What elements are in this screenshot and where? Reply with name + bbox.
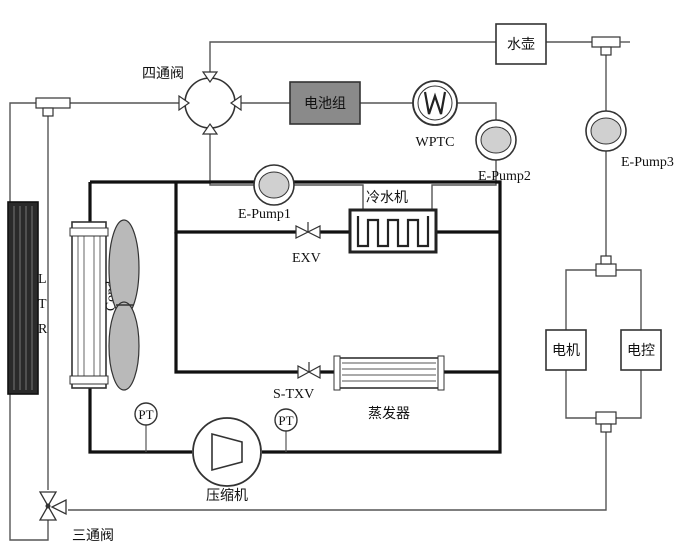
- pt-label-1: PT: [138, 407, 153, 422]
- controller-box: [620, 329, 662, 371]
- valve-port-bottom-icon: [201, 122, 219, 135]
- kettle-box: [495, 23, 547, 65]
- e-pump2: [475, 119, 517, 161]
- pt-sensor-2: [274, 408, 298, 452]
- tee-connector-mid-right: [595, 255, 617, 277]
- wptc-label: WPTC: [416, 135, 455, 150]
- three-way-valve-label: 三通阀: [72, 528, 114, 544]
- tee-connector-top-right: [591, 36, 630, 56]
- condenser: [69, 221, 109, 389]
- valve-port-top-icon: [201, 71, 219, 84]
- e-pump3: [585, 110, 627, 152]
- kettle-label: 水壶: [507, 37, 535, 53]
- heater-coil-icon: [423, 91, 447, 115]
- ltr-label-l: L: [38, 272, 47, 287]
- s-txv-valve: [297, 362, 321, 380]
- e-pump1-label: E-Pump1: [238, 207, 291, 222]
- controller-label: 电控: [627, 343, 655, 359]
- compressor: [192, 417, 262, 487]
- wptc-heater: [412, 80, 458, 126]
- chiller: [348, 208, 438, 254]
- ltr-label-r: R: [38, 322, 48, 337]
- ltr-label-t: T: [38, 297, 47, 312]
- exv-valve: [295, 222, 321, 239]
- chiller-label: 冷水机: [366, 190, 408, 206]
- pump-rotor-icon: [590, 117, 622, 145]
- pt-label-2: PT: [278, 413, 293, 428]
- pump-rotor-icon: [480, 126, 512, 154]
- condenser-fan-icon: [108, 219, 140, 391]
- evaporator: [333, 355, 445, 391]
- evaporator-label: 蒸发器: [368, 406, 410, 422]
- battery-pack: [289, 81, 361, 125]
- ltr-radiator: [7, 201, 39, 395]
- compressor-label: 压缩机: [206, 488, 248, 504]
- s-txv-label: S-TXV: [273, 387, 314, 402]
- tee-connector-bottom-right: [595, 411, 617, 433]
- battery-label: 电池组: [304, 96, 346, 112]
- valve-port-left-icon: [178, 94, 191, 112]
- e-pump3-label: E-Pump3: [621, 155, 674, 170]
- pump-rotor-icon: [258, 171, 290, 199]
- exv-label: EXV: [292, 251, 321, 266]
- valve-port-right-icon: [229, 94, 242, 112]
- e-pump1: [253, 164, 295, 206]
- four-way-valve-label: 四通阀: [142, 66, 184, 82]
- motor-box: [545, 329, 587, 371]
- pt-sensor-1: [134, 402, 158, 452]
- chiller-coil-icon: [356, 216, 430, 248]
- e-pump2-label: E-Pump2: [478, 169, 531, 184]
- tee-connector-left: [35, 97, 71, 117]
- four-way-valve-body: [184, 77, 236, 129]
- three-way-valve: [38, 491, 67, 521]
- compressor-icon: [211, 432, 243, 472]
- motor-label: 电机: [552, 343, 580, 359]
- four-way-valve: [178, 71, 242, 135]
